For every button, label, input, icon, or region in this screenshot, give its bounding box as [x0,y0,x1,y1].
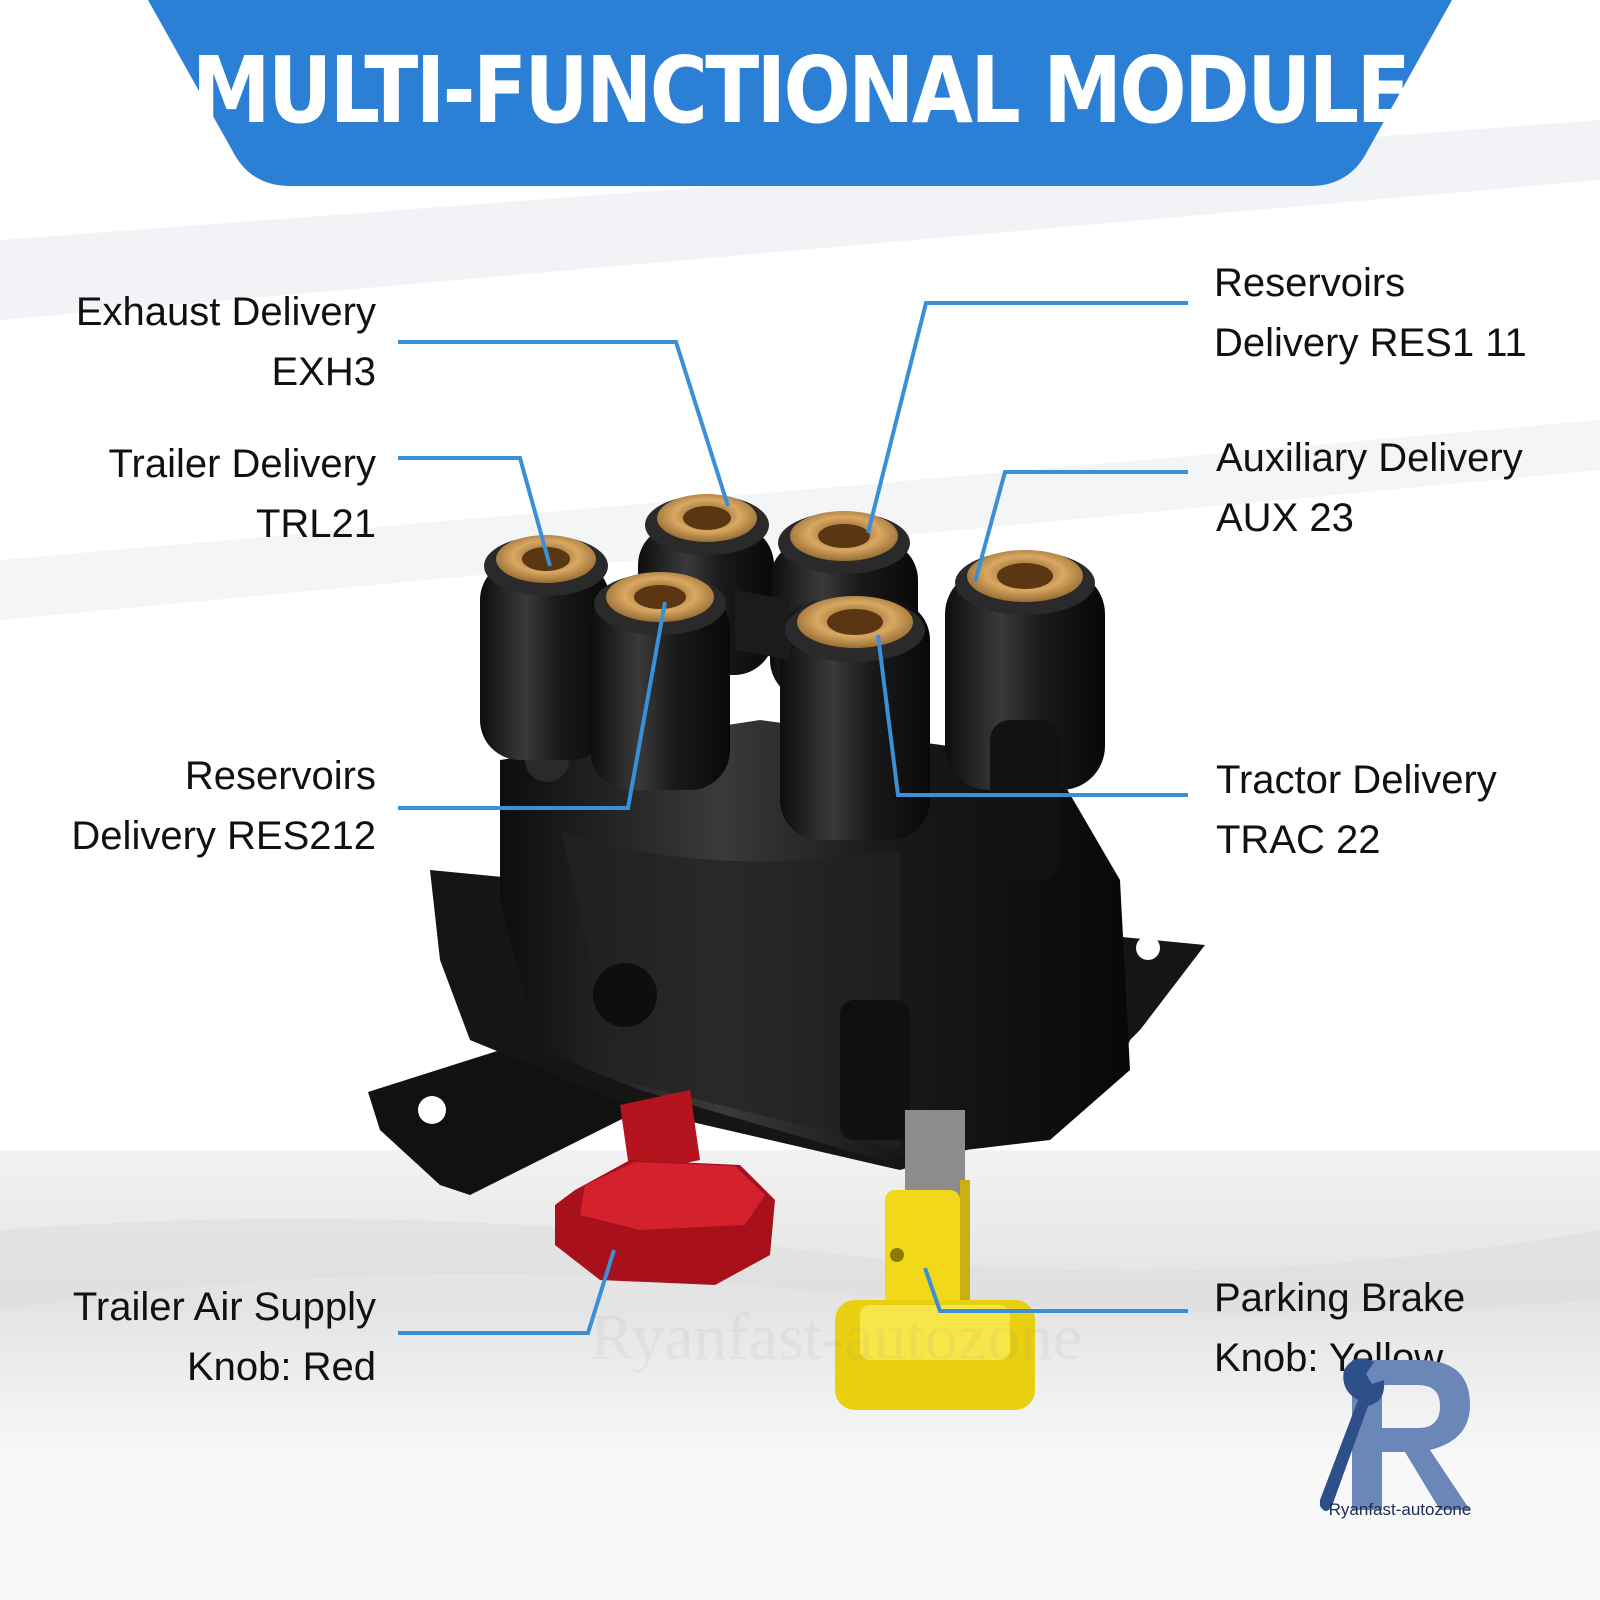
callout-title: Auxiliary Delivery [1216,436,1523,480]
brand-logo-icon [1320,1358,1470,1511]
leader-auxiliary-delivery [973,470,1188,583]
callout-code: Knob: Red [186,1345,376,1389]
callout-title: Tractor Delivery [1216,758,1497,802]
leader-exhaust-delivery [398,340,730,507]
brand-name: Ryanfast-autozone [1328,1500,1472,1519]
brass-fittings [484,494,1095,662]
callout-trailer-delivery: Trailer Delivery TRL21 [109,434,376,554]
leader-reservoirs-res1 [866,301,1188,534]
leader-reservoirs-res2 [398,601,667,810]
callout-code: EXH3 [271,350,377,394]
header-banner [148,0,1452,186]
callout-title: Exhaust Delivery [75,290,376,334]
callout-auxiliary-delivery: Auxiliary Delivery AUX 23 [1216,428,1523,548]
callout-reservoirs-res1: Reservoirs Delivery RES1 11 [1214,253,1527,373]
leader-trailer-air-supply [398,1249,616,1335]
callout-code: Delivery RES1 11 [1214,321,1527,365]
leader-trailer-delivery [398,456,552,567]
callout-code: Delivery RES212 [71,814,376,858]
callout-reservoirs-res2: Reservoirs Delivery RES212 [71,746,376,866]
callout-trailer-air-supply: Trailer Air Supply Knob: Red [73,1277,376,1397]
callout-code: TRAC 22 [1216,818,1381,862]
watermark-text: Ryanfast-autozone [590,1301,1083,1374]
callout-code: TRL21 [255,502,376,546]
callout-tractor-delivery: Tractor Delivery TRAC 22 [1216,750,1497,870]
callout-exhaust-delivery: Exhaust Delivery EXH3 [76,282,376,402]
parking-brake-knob [835,1110,1035,1410]
callout-parking-brake: Parking Brake Knob: Yellow [1214,1268,1465,1388]
trailer-air-supply-knob [555,1090,775,1285]
callout-title: Trailer Delivery [108,442,376,486]
callout-title: Reservoirs [184,754,376,798]
port-towers [480,525,1105,880]
leader-parking-brake [923,1267,1188,1313]
callout-title: Trailer Air Supply [72,1285,376,1329]
callout-title: Reservoirs [1214,261,1406,305]
leader-tractor-delivery [876,634,1188,797]
callout-code: AUX 23 [1216,496,1354,540]
callout-title: Parking Brake [1214,1276,1466,1320]
page-title: MULTI-FUNCTIONAL MODULE [191,37,1411,144]
